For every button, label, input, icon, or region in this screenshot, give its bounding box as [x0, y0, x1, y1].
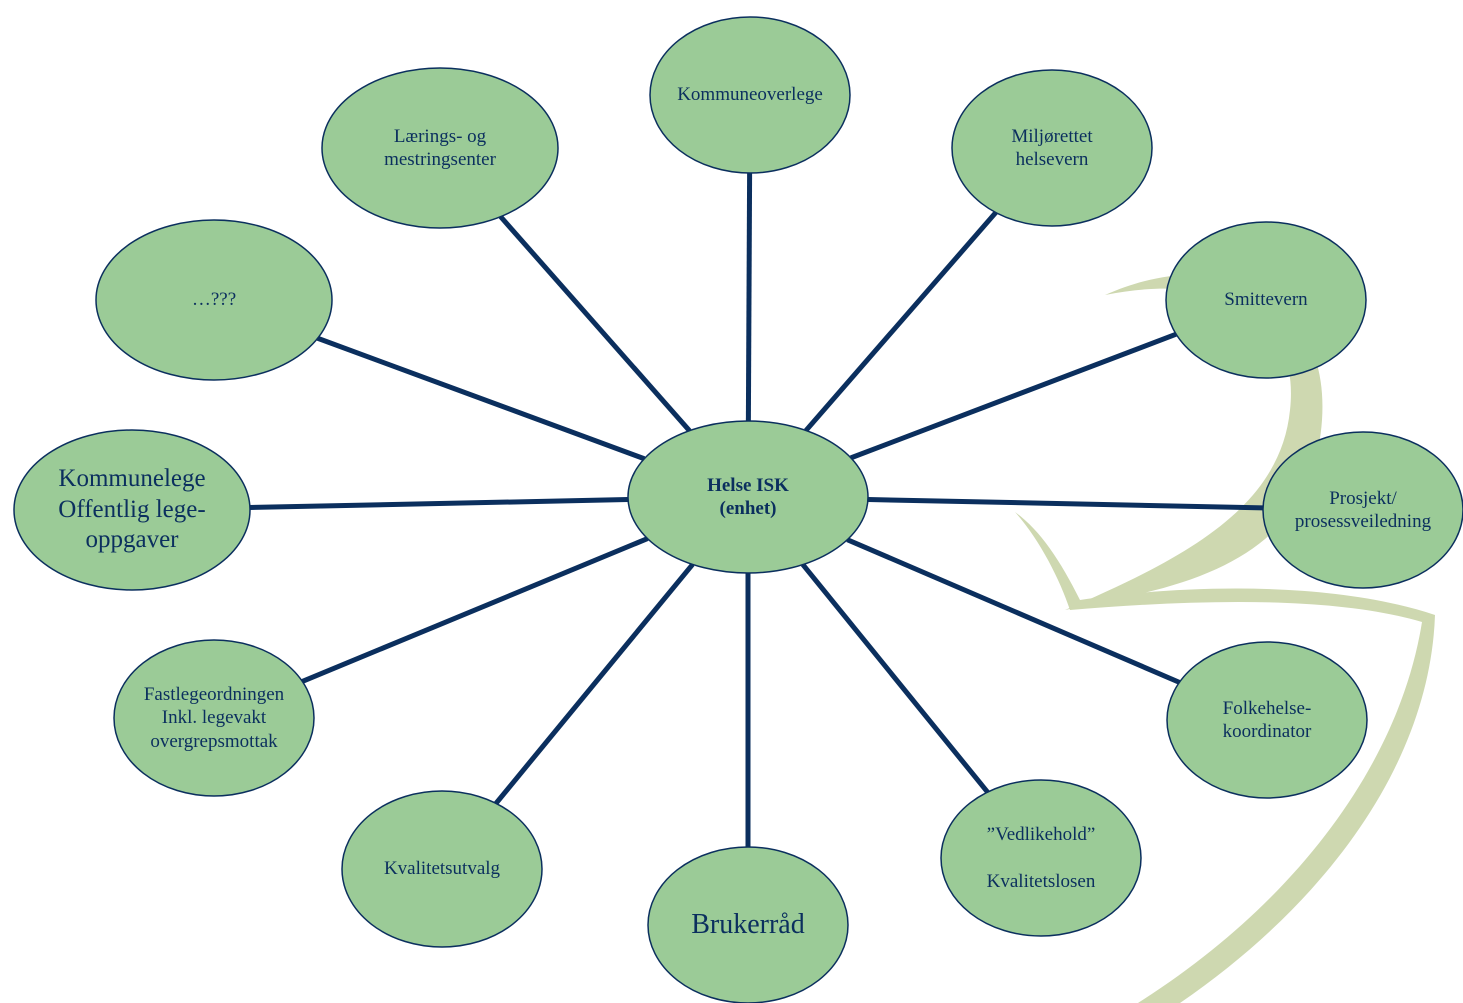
connector-kvalitetslosen: [800, 563, 990, 794]
node-ukjent: [95, 219, 333, 381]
node-folkehelsekoordinator: [1166, 641, 1368, 799]
node-kommunelege: [13, 429, 251, 591]
connector-kvalitetsutvalg: [494, 562, 695, 805]
node-miljorettet-helsevern: [951, 69, 1153, 227]
node-fastlegeordningen: [113, 639, 315, 797]
connector-prosjekt-prosessveiledning: [867, 497, 1264, 511]
watermark-swoosh-upper: [1065, 274, 1323, 610]
connector-kommunelege: [249, 497, 629, 511]
node-prosjekt-prosessveiledning: [1262, 431, 1463, 589]
connector-fastlegeordningen: [301, 536, 649, 684]
node-brukerrad: [647, 846, 849, 1003]
node-kvalitetslosen: [940, 779, 1142, 937]
node-smittevern: [1165, 221, 1367, 379]
center-node: [627, 420, 869, 574]
connector-folkehelsekoordinator: [846, 537, 1181, 685]
node-kvalitetsutvalg: [341, 790, 543, 948]
node-larings-mestringsenter: [321, 67, 559, 229]
node-shapes: [13, 16, 1463, 1003]
connector-kommuneoverlege: [745, 172, 753, 422]
node-kommuneoverlege: [649, 16, 851, 174]
connector-smittevern: [849, 331, 1178, 461]
watermark-swoosh-lower: [1015, 512, 1435, 1003]
connector-lines: [249, 172, 1264, 847]
connector-larings-mestringsenter: [498, 214, 692, 433]
connector-miljorettet-helsevern: [804, 210, 998, 433]
connector-ukjent: [316, 335, 646, 462]
